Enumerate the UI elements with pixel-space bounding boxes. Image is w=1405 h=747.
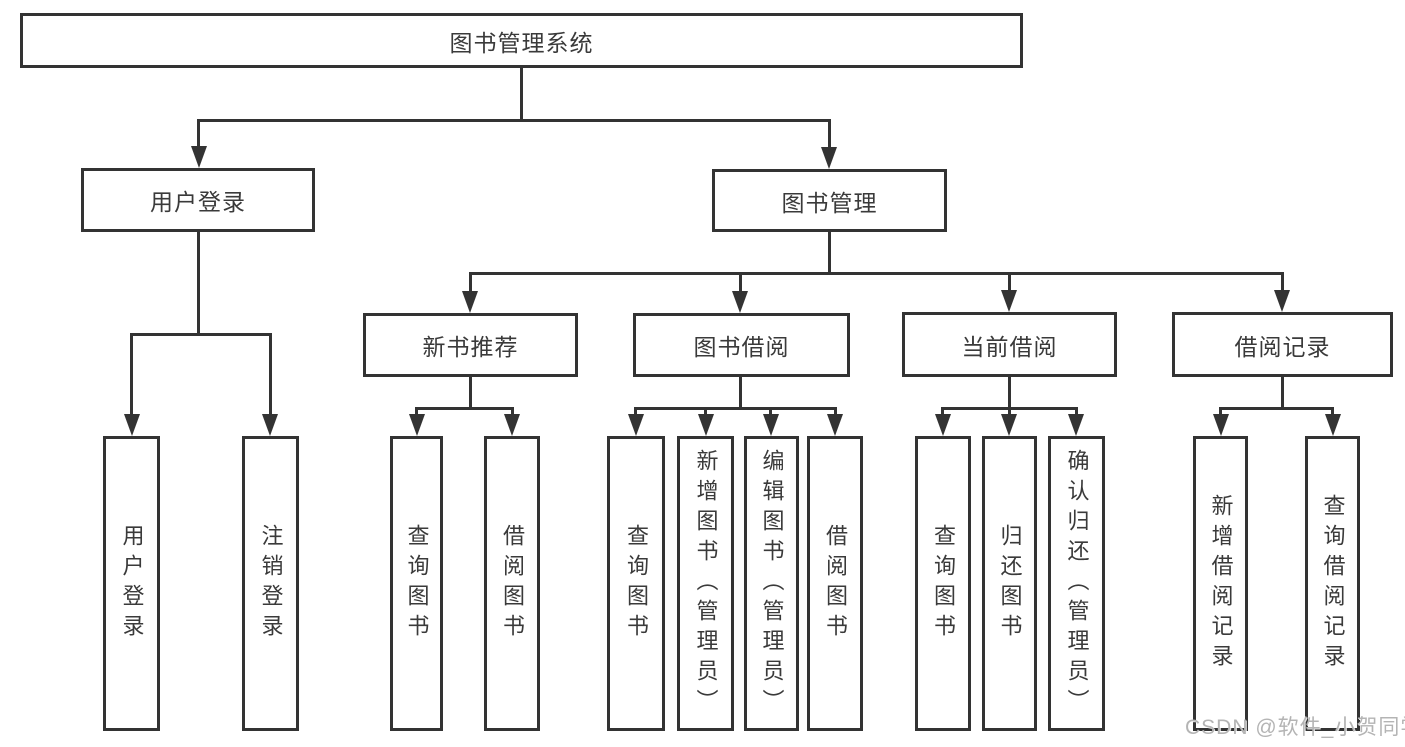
connector-records-arm-1 [1219,407,1222,416]
connector-root-stem [520,66,523,121]
arrow-down-icon [504,414,520,436]
arrow-down-icon [191,146,207,168]
connector-borrowing-arm-4 [834,407,837,416]
connector-recommend-arm-1 [415,407,418,416]
leaf-query-books-recommend-label: 查询图书 [404,523,430,644]
node-library-system-label: 图书管理系统 [449,29,594,56]
arrow-down-icon [1068,414,1084,436]
leaf-add-borrow-record-label: 新增借阅记录 [1208,493,1234,674]
leaf-return-books: 归还图书 [982,436,1037,731]
arrow-down-icon [1213,414,1229,436]
leaf-add-books-admin: 新增图书（管理员） [677,436,734,731]
connector-records-stem [1281,375,1284,409]
csdn-watermark: CSDN @软件_小贺同学 [1185,716,1405,739]
arrow-down-icon [821,147,837,169]
connector-bookmgmt-arm-2 [739,272,742,292]
node-book-management: 图书管理 [712,169,947,232]
node-book-management-label: 图书管理 [781,189,878,216]
node-borrowing-records-label: 借阅记录 [1234,333,1331,360]
leaf-logout: 注销登录 [242,436,299,731]
connector-bookmgmt-bar [469,272,1284,275]
arrow-down-icon [262,414,278,436]
arrow-down-icon [628,414,644,436]
leaf-logout-label: 注销登录 [258,523,284,644]
arrow-down-icon [698,414,714,436]
connector-borrowing-arm-2 [704,407,707,416]
leaf-query-books-recommend: 查询图书 [390,436,443,731]
connector-borrowing-stem [739,375,742,409]
node-library-system: 图书管理系统 [20,13,1023,68]
node-new-book-recommend: 新书推荐 [363,313,578,377]
connector-userlogin-stem [197,230,200,335]
connector-bookmgmt-arm-4 [1281,272,1284,292]
arrow-down-icon [1001,414,1017,436]
leaf-query-borrow-record-label: 查询借阅记录 [1320,493,1346,674]
arrow-down-icon [763,414,779,436]
leaf-borrow-books: 借阅图书 [807,436,863,731]
node-new-book-recommend-label: 新书推荐 [422,334,519,360]
leaf-user-login-label: 用户登录 [119,523,145,644]
leaf-edit-books-admin-label: 编辑图书（管理员） [759,448,785,719]
node-current-borrowing: 当前借阅 [902,312,1117,377]
connector-current-arm-1 [941,407,944,416]
leaf-query-books-borrowing-label: 查询图书 [624,523,649,644]
connector-current-stem [1008,375,1011,409]
leaf-borrow-books-recommend: 借阅图书 [484,436,540,731]
node-borrowing-records: 借阅记录 [1172,312,1393,377]
connector-bookmgmt-stem [828,230,831,274]
connector-recommend-stem [469,375,472,409]
leaf-query-books-borrowing: 查询图书 [607,436,665,731]
leaf-add-books-admin-label: 新增图书（管理员） [693,448,719,719]
arrow-down-icon [1001,290,1017,312]
node-user-login: 用户登录 [81,168,315,232]
arrow-down-icon [1274,290,1290,312]
connector-recommend-bar [415,407,514,410]
arrow-down-icon [935,414,951,436]
connector-borrowing-arm-1 [634,407,637,416]
leaf-borrow-books-recommend-label: 借阅图书 [500,523,525,644]
connector-records-bar [1219,407,1334,410]
connector-root-arm-right [828,119,831,149]
arrow-down-icon [1325,414,1341,436]
connector-current-arm-3 [1075,407,1078,416]
arrow-down-icon [409,414,425,436]
connector-userlogin-bar [130,333,272,336]
arrow-down-icon [462,291,478,313]
connector-records-arm-2 [1331,407,1334,416]
leaf-query-books-current: 查询图书 [915,436,971,731]
leaf-add-borrow-record: 新增借阅记录 [1193,436,1248,731]
connector-borrowing-arm-3 [769,407,772,416]
connector-userlogin-arm-left [130,333,133,416]
leaf-borrow-books-label: 借阅图书 [823,523,848,644]
connector-bookmgmt-arm-1 [469,272,472,292]
connector-current-arm-2 [1008,407,1011,416]
connector-recommend-arm-2 [511,407,514,416]
node-book-borrowing: 图书借阅 [633,313,850,377]
leaf-user-login: 用户登录 [103,436,160,731]
node-current-borrowing-label: 当前借阅 [961,333,1058,360]
connector-root-bar [197,119,831,122]
leaf-query-books-current-label: 查询图书 [931,523,956,644]
arrow-down-icon [124,414,140,436]
leaf-confirm-return-admin: 确认归还（管理员） [1048,436,1105,731]
leaf-query-borrow-record: 查询借阅记录 [1305,436,1360,731]
connector-root-arm-left [197,119,200,149]
connector-borrowing-bar [634,407,837,410]
arrow-down-icon [827,414,843,436]
node-book-borrowing-label: 图书借阅 [693,334,790,360]
arrow-down-icon [732,291,748,313]
leaf-return-books-label: 归还图书 [997,523,1023,644]
node-user-login-label: 用户登录 [150,189,246,215]
connector-bookmgmt-arm-3 [1008,272,1011,292]
leaf-edit-books-admin: 编辑图书（管理员） [744,436,799,731]
connector-userlogin-arm-right [269,333,272,416]
leaf-confirm-return-admin-label: 确认归还（管理员） [1064,448,1090,719]
